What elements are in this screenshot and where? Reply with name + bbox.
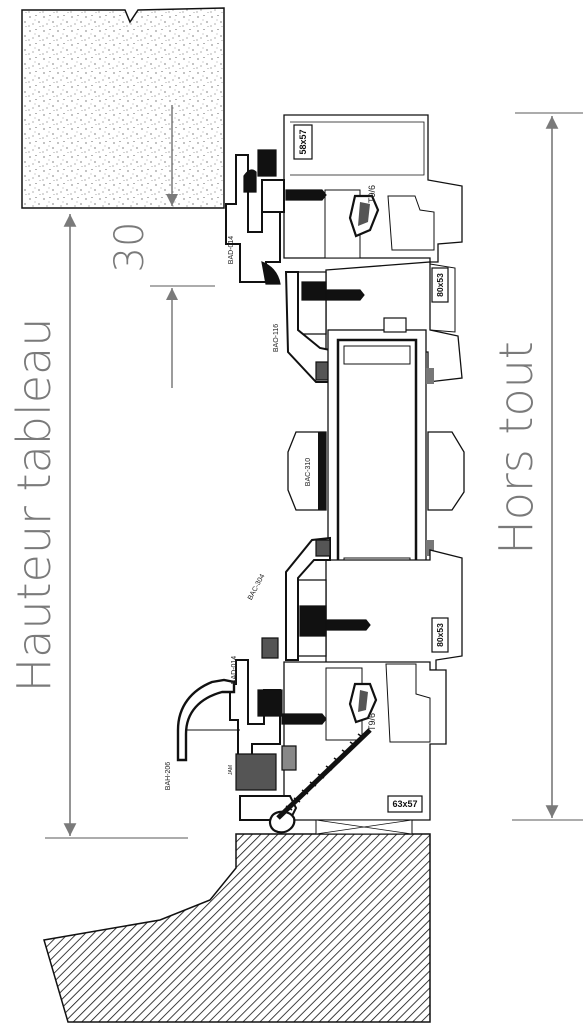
bottom-frame-size-tag (387, 795, 423, 813)
overall-dimension: Hors tout (489, 112, 583, 821)
lower-adapter-code: BAD-014 (231, 656, 238, 685)
sill-masonry (43, 833, 431, 1023)
lower-sash-size-tag (431, 617, 449, 653)
top-frame-size-tag (293, 124, 313, 160)
upper-screw-ref: T9/6 (367, 185, 377, 203)
opening-height-label: Hauteur tableau (7, 318, 61, 693)
offset-label: 30 (107, 222, 153, 273)
bottom-frame-profile (283, 661, 447, 835)
lower-sash-size-text: 80x53 (435, 623, 445, 647)
top-frame-size-text: 58x57 (298, 129, 308, 154)
top-frame-profile (283, 114, 463, 263)
anchor-screw (276, 728, 372, 820)
upper-adapter-code: BAD-014 (228, 236, 235, 265)
offset-dimension: 30 (107, 105, 215, 388)
upper-fixing-assembly (225, 149, 327, 285)
jamb-mark: JAM (228, 765, 234, 775)
lower-bead-code: BAC-304 (247, 573, 267, 601)
upper-bead-code: BAO-116 (273, 324, 280, 352)
mullion-code: BAC-310 (305, 458, 312, 487)
bottom-frame-size-text: 63x57 (392, 799, 417, 809)
overall-label: Hors tout (489, 341, 543, 555)
opening-height-dimension: Hauteur tableau (7, 214, 188, 839)
upper-seal (348, 194, 380, 238)
upper-sash-size-tag (431, 267, 449, 303)
lintel-masonry (21, 7, 225, 209)
lower-seal (348, 682, 378, 724)
upper-sash-size-text: 80x53 (435, 273, 445, 297)
lower-screw-ref: T9/6 (367, 713, 377, 731)
mullion-profile (287, 431, 465, 511)
drip-code: BAH-206 (165, 762, 172, 791)
drip-profile (176, 678, 240, 762)
lower-bead (261, 536, 371, 661)
